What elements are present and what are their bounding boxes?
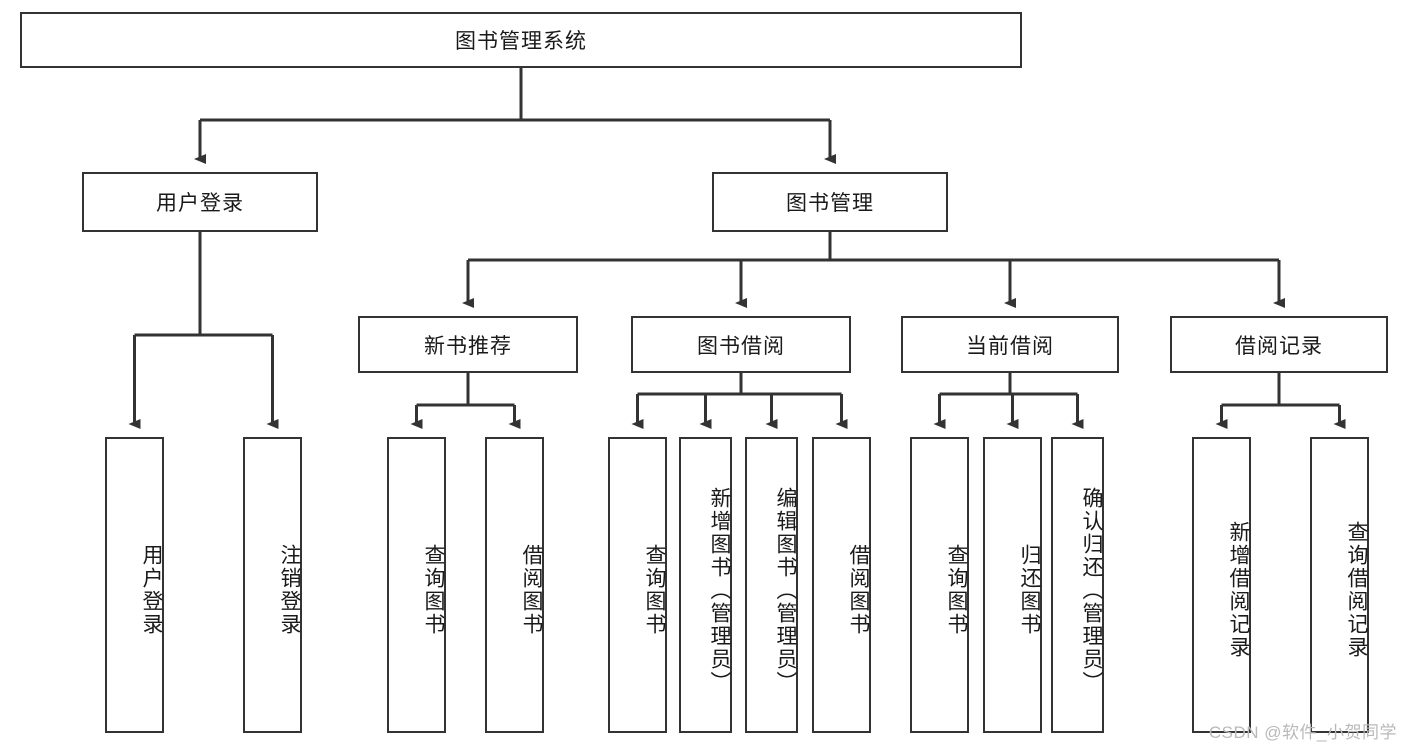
node-leaf-add-book-admin[interactable]: 新增图书（管理员） [679,437,732,733]
node-leaf-query-book-borrow[interactable]: 查询图书 [608,437,667,733]
node-label: 用户登录 [156,192,244,215]
node-label: 借阅图书 [847,544,870,636]
node-leaf-query-borrow-record[interactable]: 查询借阅记录 [1310,437,1369,733]
node-label: 图书管理系统 [455,30,587,53]
node-label: 新书推荐 [424,334,512,358]
node-leaf-confirm-return-admin[interactable]: 确认归还（管理员） [1051,437,1104,733]
node-label: 查询图书 [643,544,666,636]
node-label: 新增借阅记录 [1227,521,1250,659]
node-leaf-user-login[interactable]: 用户登录 [105,437,164,733]
node-label: 编辑图书（管理员） [774,486,797,694]
node-leaf-edit-book-admin[interactable]: 编辑图书（管理员） [745,437,798,733]
edge-group [128,68,1346,429]
watermark-text: CSDN @软件_小贺同学 [1208,723,1397,742]
node-label: 图书管理 [786,192,874,215]
node-leaf-return-book[interactable]: 归还图书 [983,437,1042,733]
node-label: 新增图书（管理员） [708,486,731,694]
node-borrow-record[interactable]: 借阅记录 [1170,316,1388,373]
node-leaf-add-borrow-record[interactable]: 新增借阅记录 [1192,437,1251,733]
node-book-manage[interactable]: 图书管理 [712,172,948,232]
node-current-borrow[interactable]: 当前借阅 [901,316,1119,373]
node-label: 注销登录 [278,544,301,636]
node-label: 查询图书 [945,544,968,636]
node-leaf-borrow-book[interactable]: 借阅图书 [812,437,871,733]
node-new-book-rec[interactable]: 新书推荐 [358,316,578,373]
node-root[interactable]: 图书管理系统 [20,12,1022,68]
node-label: 借阅记录 [1235,334,1323,358]
node-label: 查询借阅记录 [1345,521,1368,659]
node-label: 确认归还（管理员） [1080,486,1103,694]
node-leaf-borrow-book-rec[interactable]: 借阅图书 [485,437,544,733]
node-user-login[interactable]: 用户登录 [82,172,318,232]
node-label: 借阅图书 [520,544,543,636]
node-label: 当前借阅 [966,334,1054,358]
node-book-borrow[interactable]: 图书借阅 [631,316,851,373]
node-label: 用户登录 [140,544,163,636]
node-leaf-logout-login[interactable]: 注销登录 [243,437,302,733]
node-label: 查询图书 [422,544,445,636]
node-label: 图书借阅 [697,334,785,358]
node-label: 归还图书 [1018,544,1041,636]
node-leaf-query-book-rec[interactable]: 查询图书 [387,437,446,733]
node-leaf-query-book-current[interactable]: 查询图书 [910,437,969,733]
